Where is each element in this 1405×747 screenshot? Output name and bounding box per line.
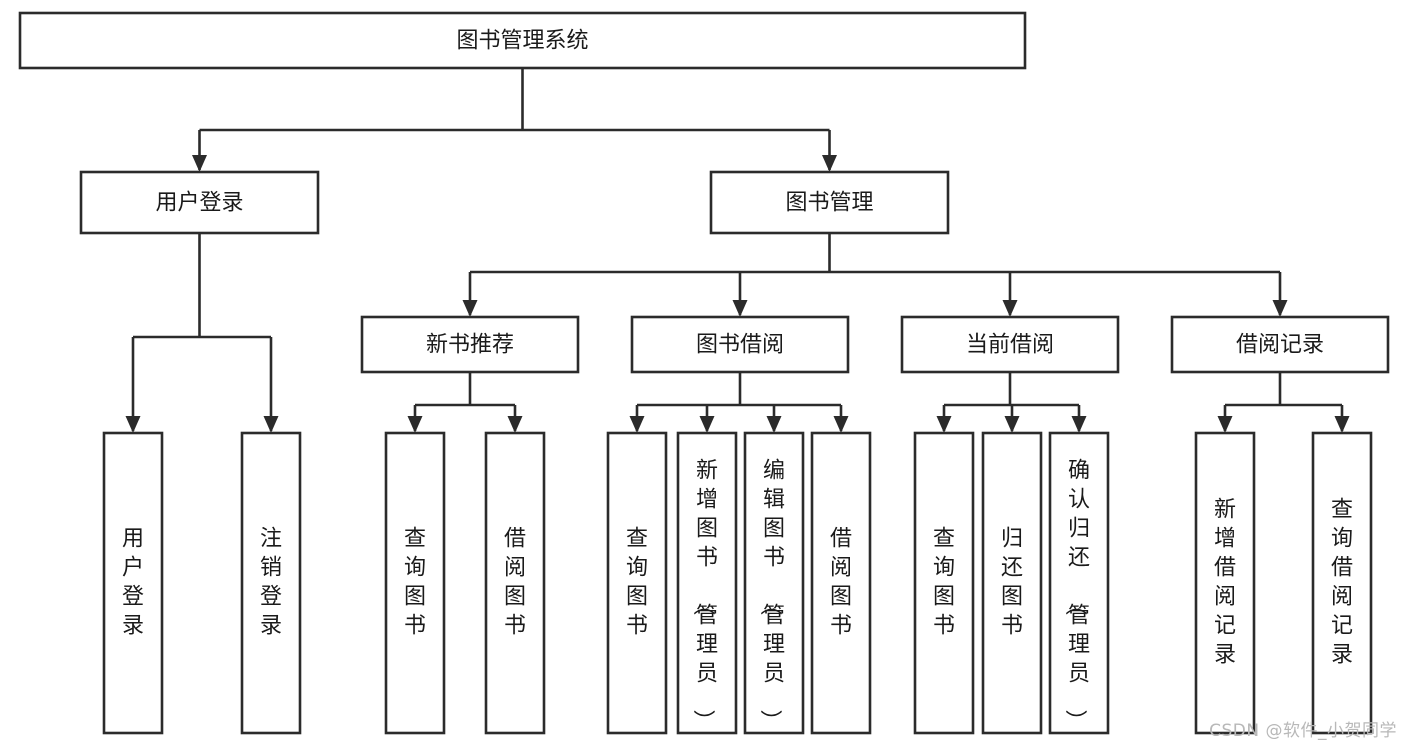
- node-box: [240, 431, 302, 735]
- node-box: [18, 11, 1027, 70]
- node-l2-1[interactable]: 用户登录: [79, 170, 320, 235]
- node-lf-4[interactable]: 借阅图书: [484, 431, 546, 735]
- node-root[interactable]: 图书管理系统: [18, 11, 1027, 70]
- node-label: 新增借阅记录: [1214, 498, 1236, 668]
- node-box: [79, 170, 320, 235]
- node-box: [360, 315, 580, 374]
- nodes-layer: 图书管理系统用户登录图书管理新书推荐图书借阅当前借阅借阅记录用户登录注销登录查询…: [18, 11, 1390, 735]
- connector-root-bus: [192, 68, 837, 172]
- node-box: [913, 431, 975, 735]
- node-label: 编辑图书（管理员）: [757, 459, 785, 732]
- node-l3-3[interactable]: 当前借阅: [900, 315, 1120, 374]
- node-lf-9[interactable]: 查询图书: [913, 431, 975, 735]
- connector-manage-bus: [462, 233, 1288, 317]
- node-box: [709, 170, 950, 235]
- node-lf-11[interactable]: 确认归还（管理员）: [1048, 431, 1110, 735]
- connector-rec-bus: [1217, 372, 1350, 433]
- node-box: [810, 431, 872, 735]
- node-box: [981, 431, 1043, 735]
- node-label: 查询图书: [404, 527, 426, 639]
- edges-layer: [125, 68, 1350, 433]
- node-label: 图书管理: [785, 191, 873, 216]
- node-label: 借阅记录: [1236, 333, 1324, 358]
- node-box: [1048, 431, 1110, 735]
- node-l3-4[interactable]: 借阅记录: [1170, 315, 1390, 374]
- node-lf-13[interactable]: 查询借阅记录: [1311, 431, 1373, 735]
- node-box: [676, 431, 738, 735]
- node-label: 查询借阅记录: [1331, 498, 1353, 668]
- node-label: 用户登录: [155, 191, 243, 216]
- node-label: 图书管理系统: [456, 29, 588, 54]
- node-box: [384, 431, 446, 735]
- node-box: [606, 431, 668, 735]
- node-l3-1[interactable]: 新书推荐: [360, 315, 580, 374]
- node-l2-2[interactable]: 图书管理: [709, 170, 950, 235]
- node-lf-1[interactable]: 用户登录: [102, 431, 164, 735]
- node-l3-2[interactable]: 图书借阅: [630, 315, 850, 374]
- node-label: 借阅图书: [504, 527, 526, 639]
- node-box: [1170, 315, 1390, 374]
- connector-borrow-bus: [629, 372, 849, 433]
- node-lf-12[interactable]: 新增借阅记录: [1194, 431, 1256, 735]
- node-lf-7[interactable]: 编辑图书（管理员）: [743, 431, 805, 735]
- node-label: 新增图书（管理员）: [690, 459, 718, 732]
- node-label: 用户登录: [122, 527, 144, 639]
- node-label: 图书借阅: [696, 333, 784, 358]
- node-label: 查询图书: [626, 527, 648, 639]
- node-box: [900, 315, 1120, 374]
- node-lf-3[interactable]: 查询图书: [384, 431, 446, 735]
- node-lf-2[interactable]: 注销登录: [240, 431, 302, 735]
- node-lf-8[interactable]: 借阅图书: [810, 431, 872, 735]
- node-lf-10[interactable]: 归还图书: [981, 431, 1043, 735]
- node-lf-5[interactable]: 查询图书: [606, 431, 668, 735]
- connector-cur-bus: [936, 372, 1087, 433]
- node-label: 借阅图书: [830, 527, 852, 639]
- node-label: 当前借阅: [966, 333, 1054, 358]
- node-box: [102, 431, 164, 735]
- node-box: [630, 315, 850, 374]
- connector-new-bus: [407, 372, 523, 433]
- node-label: 新书推荐: [426, 333, 514, 358]
- node-box: [1311, 431, 1373, 735]
- node-label: 注销登录: [260, 527, 282, 639]
- node-label: 查询图书: [933, 527, 955, 639]
- node-label: 确认归还（管理员）: [1062, 459, 1090, 732]
- node-label: 归还图书: [1001, 527, 1023, 639]
- connector-login-bus: [125, 233, 279, 433]
- node-box: [743, 431, 805, 735]
- node-box: [1194, 431, 1256, 735]
- node-lf-6[interactable]: 新增图书（管理员）: [676, 431, 738, 735]
- node-box: [484, 431, 546, 735]
